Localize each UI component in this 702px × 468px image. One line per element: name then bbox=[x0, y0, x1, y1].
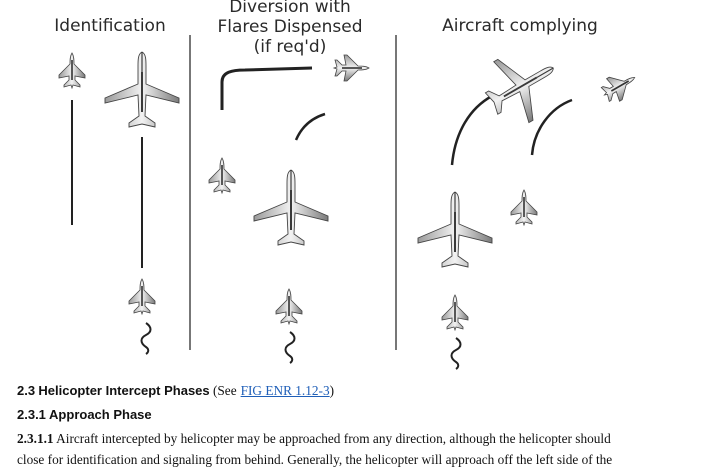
panel-aircraft-complying bbox=[417, 36, 642, 370]
panel-diversion bbox=[208, 54, 370, 364]
panel-title-line: Identification bbox=[54, 16, 166, 36]
flight-path bbox=[284, 331, 296, 364]
fighter-jet-icon bbox=[597, 65, 642, 107]
section-title: Helicopter Intercept Phases bbox=[38, 383, 210, 398]
helicopter-icon bbox=[275, 288, 303, 325]
panel-identification bbox=[58, 51, 180, 355]
panel-title-aircraft-complying: Aircraft complying bbox=[420, 16, 620, 36]
airliner-icon bbox=[473, 36, 572, 135]
figure-illustration bbox=[58, 35, 642, 370]
airliner-icon bbox=[417, 191, 493, 268]
intercept-phases-figure: Identification Diversion with Flares Dis… bbox=[30, 0, 642, 370]
panel-title-line: Flares Dispensed bbox=[217, 17, 363, 37]
flight-path bbox=[530, 98, 573, 156]
see-suffix: ) bbox=[329, 383, 335, 398]
section-heading-2-3-1: 2.3.1 Approach Phase bbox=[17, 407, 152, 422]
fighter-jet-icon bbox=[208, 157, 236, 194]
panel-title-diversion: Diversion with Flares Dispensed (if req'… bbox=[200, 0, 380, 57]
flare-path bbox=[220, 66, 313, 110]
panel-title-line: (if req'd) bbox=[253, 37, 327, 57]
flight-path bbox=[450, 94, 493, 166]
fighter-jet-icon bbox=[58, 52, 86, 89]
paragraph-continuation: close for identification and signaling f… bbox=[17, 452, 613, 467]
flight-path bbox=[140, 322, 152, 355]
see-prefix: (See bbox=[212, 383, 237, 398]
panel-title-line: Aircraft complying bbox=[442, 16, 598, 36]
paragraph-text: Aircraft intercepted by helicopter may b… bbox=[56, 431, 611, 446]
figure-reference-link[interactable]: FIG ENR 1.12-3 bbox=[240, 383, 330, 398]
panel-title-identification: Identification bbox=[30, 16, 190, 36]
airliner-icon bbox=[104, 51, 180, 128]
paragraph-2-3-1-1: 2.3.1.1 Aircraft intercepted by helicopt… bbox=[17, 431, 611, 447]
helicopter-icon bbox=[128, 278, 156, 315]
section-number: 2.3 bbox=[17, 383, 36, 398]
fighter-jet-icon bbox=[510, 189, 538, 226]
airliner-icon bbox=[253, 169, 329, 246]
helicopter-icon bbox=[441, 294, 469, 331]
flight-path bbox=[450, 337, 462, 370]
panel-title-line: Diversion with bbox=[229, 0, 351, 17]
flight-path bbox=[294, 112, 326, 141]
paragraph-number: 2.3.1.1 bbox=[17, 431, 54, 446]
fighter-jet-icon bbox=[333, 54, 370, 82]
